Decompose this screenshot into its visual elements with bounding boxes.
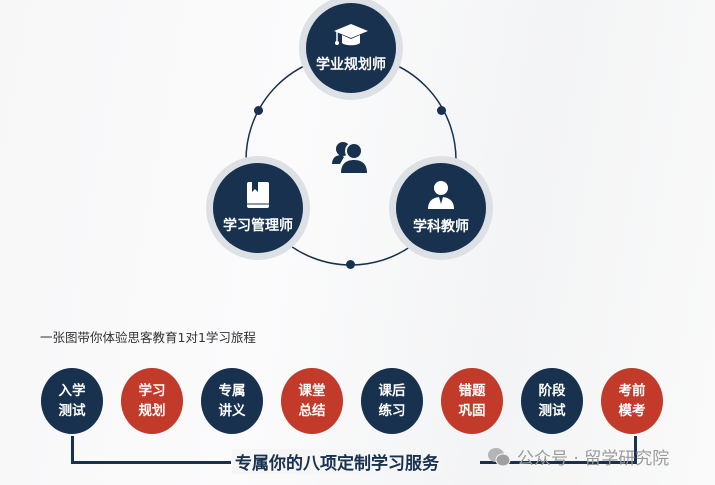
wechat-icon <box>488 447 511 466</box>
graduation-cap-icon <box>334 24 368 46</box>
watermark-text: 公众号 · 留学研究院 <box>517 449 670 469</box>
role-academic-planner: 学业规划师 <box>299 0 403 100</box>
step-line1: 考前 <box>618 383 646 399</box>
step-line1: 入学 <box>58 383 86 399</box>
service-step: 错题巩固 <box>441 368 503 434</box>
role-subject-teacher: 学科教师 <box>389 156 493 260</box>
watermark: 公众号 · 留学研究院 <box>487 444 669 469</box>
step-line2: 规划 <box>138 403 166 419</box>
step-line2: 巩固 <box>458 403 486 419</box>
bracket-line <box>634 436 637 464</box>
service-slogan: 专属你的八项定制学习服务 <box>232 449 442 474</box>
role-study-manager: 学习管理师 <box>206 156 310 260</box>
service-step: 阶段测试 <box>521 368 583 434</box>
service-step: 课堂总结 <box>281 368 343 434</box>
step-line1: 学习 <box>138 383 166 399</box>
step-line2: 测试 <box>58 403 86 419</box>
step-line1: 课堂 <box>298 383 326 399</box>
ring-dot <box>437 106 446 115</box>
step-line2: 总结 <box>298 403 326 419</box>
step-line1: 错题 <box>458 383 486 399</box>
bracket-line <box>71 461 231 464</box>
service-step: 入学测试 <box>41 368 103 434</box>
role-label: 学习管理师 <box>223 218 293 234</box>
person-icon <box>428 181 454 209</box>
service-step: 考前模考 <box>601 368 663 434</box>
bracket-line <box>480 461 637 464</box>
journey-subtitle: 一张图带你体验思客教育1对1学习旅程 <box>40 330 256 345</box>
service-step: 课后练习 <box>361 368 423 434</box>
bracket-line <box>71 436 74 463</box>
step-line2: 练习 <box>378 403 406 419</box>
ring-dot <box>254 106 263 115</box>
step-line1: 专属 <box>218 383 246 399</box>
ring-dot <box>346 260 355 269</box>
service-step: 专属讲义 <box>201 368 263 434</box>
step-line2: 模考 <box>618 403 646 419</box>
users-icon <box>332 142 367 173</box>
service-step: 学习规划 <box>121 368 183 434</box>
step-line1: 课后 <box>378 383 406 399</box>
book-icon <box>247 182 269 208</box>
role-label: 学业规划师 <box>316 57 386 73</box>
step-line2: 测试 <box>538 403 566 419</box>
step-line2: 讲义 <box>218 403 246 419</box>
step-line1: 阶段 <box>538 383 566 399</box>
role-label: 学科教师 <box>413 219 469 235</box>
